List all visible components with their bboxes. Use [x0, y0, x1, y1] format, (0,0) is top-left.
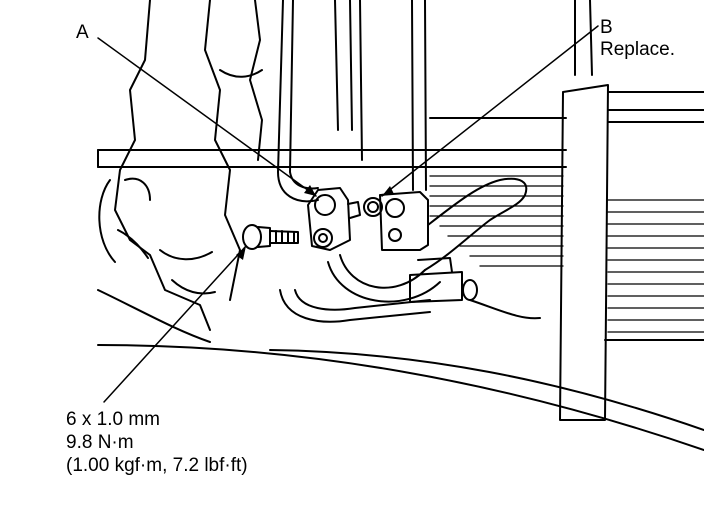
callout-a-label: A [76, 22, 89, 43]
vertical-pipes [277, 0, 427, 191]
o-ring-b [363, 197, 383, 217]
condenser-fins [429, 175, 704, 333]
bolt-torque-text: 9.8 N·m [66, 432, 134, 453]
bolt-size-text: 6 x 1.0 mm [66, 409, 160, 430]
leader-line-bolt [103, 245, 247, 403]
condenser-pipe [279, 177, 528, 323]
hose-a [277, 171, 319, 203]
engine-housing [98, 0, 263, 331]
lower-bumper-beam [97, 289, 704, 451]
arrowhead-a [304, 185, 316, 196]
arrowhead-b [382, 186, 394, 196]
bolt-torque-alt-text: (1.00 kgf·m, 7.2 lbf·ft) [66, 455, 248, 476]
callout-b-note: Replace. [600, 39, 675, 60]
bolt-spec-block: 6 x 1.0 mm 9.8 N·m (1.00 kgf·m, 7.2 lbf·… [66, 408, 248, 477]
leader-line-a [97, 37, 317, 197]
flange-bolt [242, 224, 299, 250]
lower-mount [409, 257, 541, 320]
leader-line-b [381, 25, 599, 197]
arrowhead-bolt [236, 246, 246, 260]
leader-arrowheads [236, 185, 394, 260]
pipe-fitting-block [307, 187, 361, 251]
callout-b-label: B [600, 17, 613, 38]
radiator-support [97, 0, 704, 421]
leader-lines [97, 25, 599, 403]
receiving-block [379, 191, 429, 251]
